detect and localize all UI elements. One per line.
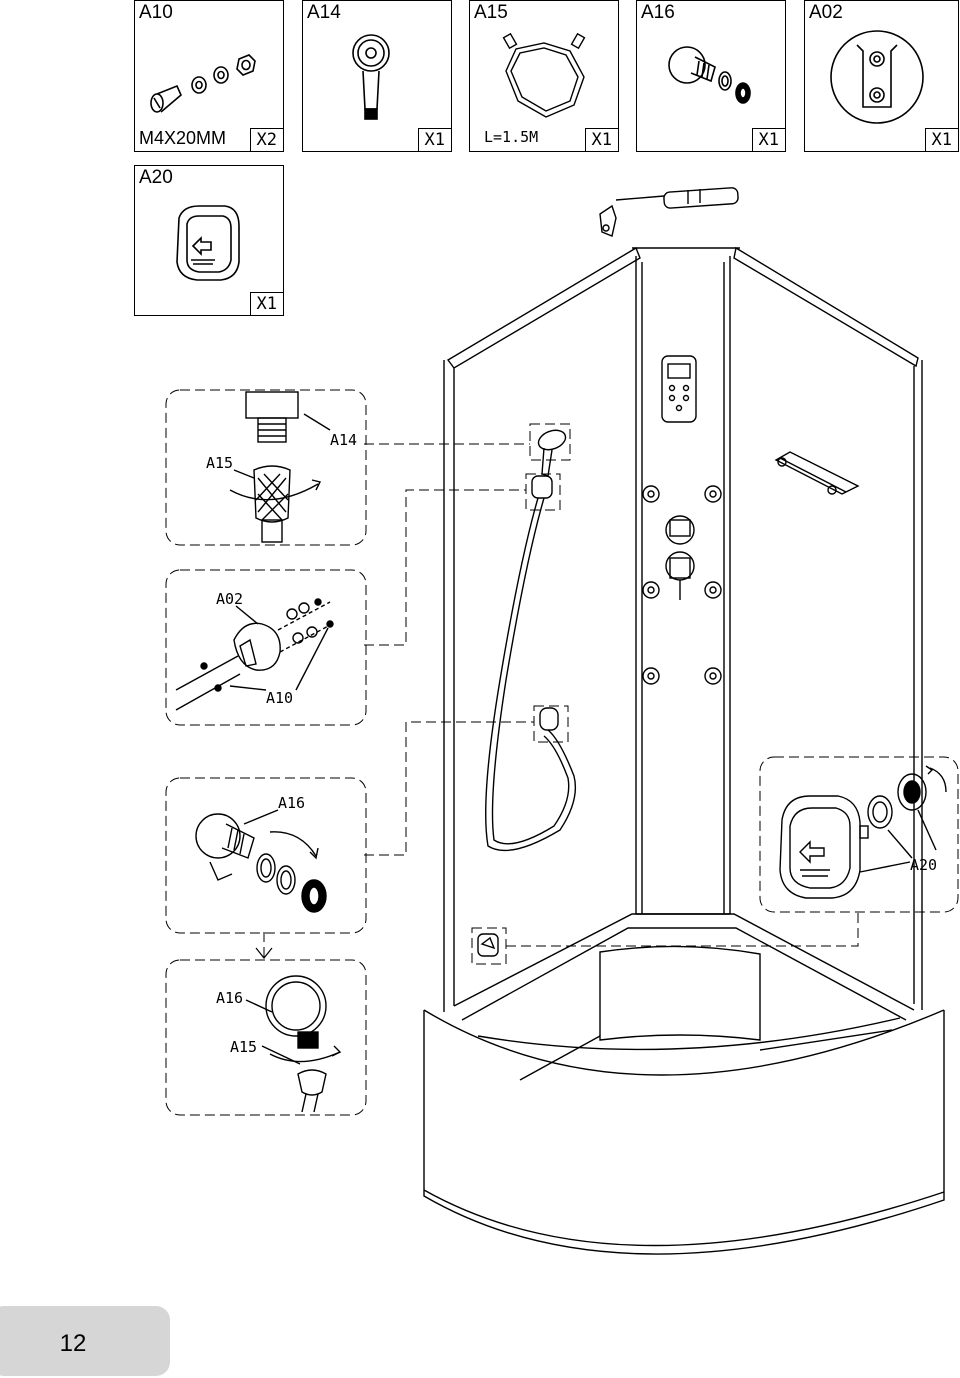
part-box-a02: A02 X1 <box>804 0 959 152</box>
quantity-label: X1 <box>751 128 786 152</box>
detail-bracket-mounting <box>175 598 334 711</box>
callout-a02: A02 <box>216 590 243 608</box>
part-code: A16 <box>641 2 675 23</box>
installed-hand-shower <box>485 429 577 852</box>
part-code: A14 <box>307 2 341 23</box>
shower-cabin-frame <box>443 246 923 1012</box>
quantity-label: X1 <box>924 128 959 152</box>
body-jets <box>642 485 722 685</box>
part-box-a16: A16 X1 <box>636 0 786 152</box>
page-number-tab <box>0 1306 170 1376</box>
part-code: A10 <box>139 2 173 23</box>
detail-wall-outlet-elbow <box>195 809 327 913</box>
part-box-a10: A10 M4X20MM X2 <box>134 0 284 152</box>
shower-hose-icon <box>502 32 586 118</box>
control-panel <box>661 355 697 423</box>
part-box-a15: A15 L=1.5M X1 <box>469 0 619 152</box>
quantity-label: X2 <box>249 128 284 152</box>
part-code: A20 <box>139 167 173 188</box>
callout-a14: A14 <box>330 431 357 449</box>
quantity-label: X1 <box>249 292 284 316</box>
callout-a15: A15 <box>230 1038 257 1056</box>
part-note: L=1.5M <box>484 128 539 146</box>
callout-a10: A10 <box>266 689 293 707</box>
quantity-label: X1 <box>584 128 619 152</box>
callout-a20: A20 <box>910 856 937 874</box>
callout-a16: A16 <box>216 989 243 1007</box>
control-knob-icon <box>176 205 240 281</box>
part-box-a14: A14 X1 <box>302 0 452 152</box>
mixer-valve <box>665 515 695 600</box>
callout-a15: A15 <box>206 454 233 472</box>
quantity-label: X1 <box>417 128 452 152</box>
installed-knob <box>477 933 499 957</box>
page-number: 12 <box>59 1330 87 1357</box>
screw-set-icon <box>150 54 256 113</box>
screwdriver-icon <box>599 187 739 237</box>
detail-elbow-to-hose <box>245 975 342 1113</box>
towel-shelf <box>774 451 860 495</box>
part-note: M4X20MM <box>139 128 227 148</box>
part-code: A15 <box>474 2 508 23</box>
detail-hose-to-shower-head <box>229 391 331 543</box>
callout-a16: A16 <box>278 794 305 812</box>
detail-knob-install <box>779 765 947 899</box>
hand-shower-icon <box>352 34 390 120</box>
part-box-a20: A20 X1 <box>134 165 284 316</box>
wall-outlet-elbow-icon <box>668 46 751 104</box>
shower-tray <box>423 913 945 1255</box>
part-code: A02 <box>809 2 843 23</box>
slide-bracket-icon <box>830 30 924 124</box>
